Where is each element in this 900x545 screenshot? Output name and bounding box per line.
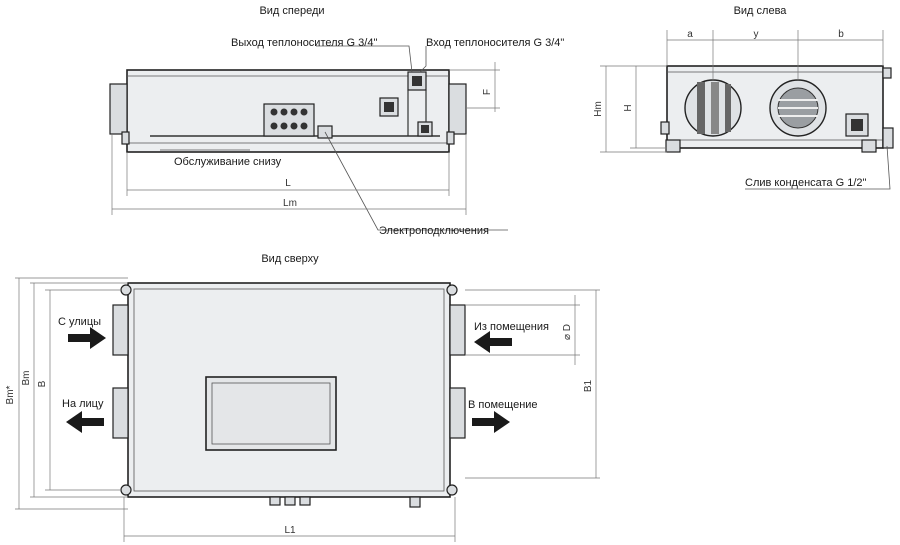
dim-L1: L1 — [284, 525, 296, 536]
top-view: Вид сверху С улицы На лицу Из помещения … — [5, 253, 600, 542]
dim-Bm-star: Bm* — [5, 385, 16, 404]
dim-a: a — [687, 29, 693, 40]
outlet-label: Выход теплоносителя G 3/4" — [231, 37, 377, 49]
left-view-title: Вид слева — [734, 5, 788, 17]
inlet-label: Вход теплоносителя G 3/4" — [426, 37, 564, 49]
dim-F: F — [482, 89, 493, 95]
dim-b: b — [838, 29, 844, 40]
front-view-title: Вид спереди — [259, 5, 324, 17]
dim-y: y — [754, 29, 759, 40]
front-left-collar — [109, 83, 128, 135]
collar-from-room — [449, 304, 466, 356]
arrow-from-room — [474, 331, 512, 353]
front-right-collar — [448, 83, 467, 135]
arrow-from-street — [68, 327, 106, 349]
dim-L: L — [285, 178, 291, 189]
drain-label: Слив конденсата G 1/2" — [745, 177, 867, 189]
collar-from-street — [112, 304, 129, 356]
from-room-label: Из помещения — [474, 321, 549, 333]
dim-Hm: Hm — [593, 101, 604, 117]
service-panel — [205, 376, 337, 451]
dim-B1: B1 — [583, 379, 594, 392]
dim-B: B — [37, 380, 48, 387]
collar-to-room — [449, 387, 466, 439]
dim-Lm: Lm — [283, 198, 297, 209]
left-view: Вид слева a y b — [593, 5, 894, 190]
terminal-block — [263, 103, 315, 137]
front-view: Вид спереди — [109, 5, 564, 237]
top-view-title: Вид сверху — [261, 253, 319, 265]
from-street-label: С улицы — [58, 316, 101, 328]
arrow-to-room — [472, 411, 510, 433]
dim-D: ⌀ D — [562, 324, 573, 340]
electrical-label: Электроподключения — [379, 225, 489, 237]
service-label: Обслуживание снизу — [174, 156, 282, 168]
to-street-label: На лицу — [62, 398, 104, 410]
to-room-label: В помещение — [468, 399, 538, 411]
dim-H: H — [623, 104, 634, 111]
collar-to-street — [112, 387, 129, 439]
arrow-to-street — [66, 411, 104, 433]
dim-Bm: Bm — [21, 371, 32, 386]
